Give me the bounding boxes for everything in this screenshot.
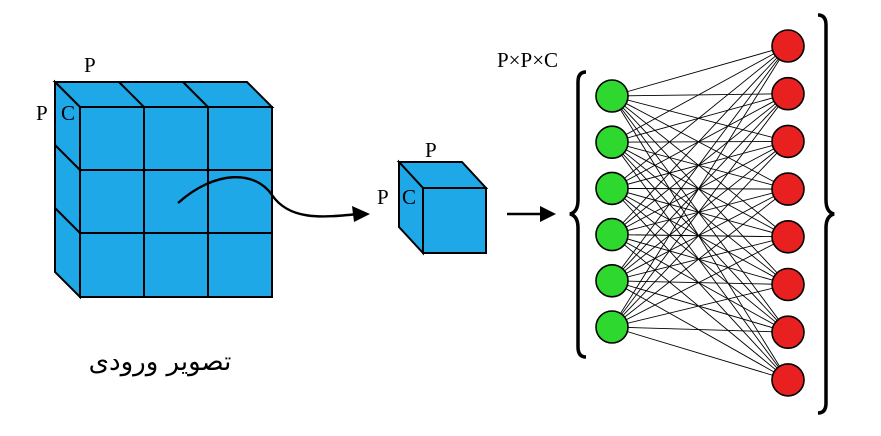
connection-3-3 — [611, 188, 789, 236]
input-node-5 — [595, 310, 629, 344]
connection-2-0 — [611, 45, 789, 189]
connection-0-7 — [611, 95, 789, 381]
input-volume-p-top-label: P — [84, 53, 96, 77]
patch-c-label: C — [402, 185, 416, 209]
connection-1-7 — [611, 141, 789, 381]
input-layer — [595, 79, 629, 344]
connection-4-6 — [611, 280, 789, 333]
output-node-7 — [771, 363, 805, 397]
output-node-2 — [771, 124, 805, 159]
patch-p-top-label: P — [425, 138, 437, 162]
connection-3-4 — [611, 234, 789, 238]
connection-3-5 — [611, 234, 789, 285]
connection-0-5 — [611, 95, 789, 285]
output-node-6 — [771, 315, 805, 350]
output-node-1 — [771, 76, 805, 111]
connection-0-6 — [611, 95, 789, 333]
input-node-4 — [595, 263, 629, 298]
connection-0-1 — [611, 93, 789, 97]
connection-5-2 — [611, 141, 789, 328]
connection-1-1 — [611, 93, 789, 143]
connection-2-3 — [611, 187, 789, 190]
connection-1-2 — [611, 140, 789, 143]
input-volume-top-face — [52, 81, 275, 108]
input-node-1 — [595, 125, 629, 159]
patch-cube: P P C — [377, 138, 489, 256]
input-volume: P P C — [36, 53, 275, 300]
connection-0-3 — [611, 95, 789, 190]
output-node-5 — [771, 267, 805, 302]
connection-1-4 — [611, 141, 789, 238]
connection-0-2 — [611, 95, 789, 142]
connection-4-7 — [611, 280, 789, 381]
connection-1-5 — [611, 141, 789, 285]
connection-5-7 — [611, 326, 789, 381]
connection-5-4 — [611, 236, 789, 328]
input-volume-front-face — [79, 106, 273, 298]
input-dims-label: P×P×C — [497, 48, 558, 72]
connection-5-3 — [611, 188, 789, 328]
input-volume-p-side-label: P — [36, 101, 48, 125]
network-connections — [611, 45, 789, 381]
input-node-3 — [595, 217, 629, 252]
output-layer — [771, 29, 805, 397]
connection-1-6 — [611, 141, 789, 333]
connection-2-7 — [611, 188, 789, 381]
output-node-0 — [771, 29, 805, 63]
patch-p-side-label: P — [377, 185, 389, 209]
connection-4-4 — [611, 236, 789, 282]
connection-5-1 — [611, 93, 789, 328]
patch-front-face — [422, 187, 487, 254]
right-brace — [817, 13, 835, 415]
connection-4-0 — [611, 45, 789, 282]
extract-patch-arrow — [177, 175, 370, 222]
connection-1-0 — [611, 45, 789, 143]
connection-2-1 — [611, 93, 789, 189]
connection-5-0 — [611, 45, 789, 328]
connection-5-6 — [611, 326, 789, 333]
connection-2-5 — [611, 188, 789, 285]
connection-3-7 — [611, 234, 789, 381]
connection-2-4 — [611, 187, 789, 238]
connection-2-6 — [611, 188, 789, 333]
connection-4-3 — [611, 188, 789, 282]
connection-2-2 — [611, 140, 789, 189]
connection-4-2 — [611, 141, 789, 282]
connection-4-5 — [611, 280, 789, 285]
input-node-0 — [595, 79, 629, 113]
connection-5-5 — [611, 284, 789, 328]
input-volume-c-label: C — [61, 101, 75, 125]
input-node-2 — [595, 171, 629, 206]
connection-3-6 — [611, 234, 789, 333]
connection-0-4 — [611, 95, 789, 238]
left-brace — [569, 70, 587, 359]
connection-0-0 — [611, 45, 789, 97]
input-image-caption: تصویر ورودی — [89, 347, 232, 377]
output-node-4 — [771, 220, 805, 254]
output-node-3 — [771, 172, 805, 206]
connection-1-3 — [611, 141, 789, 190]
flatten-arrow — [507, 206, 556, 222]
connection-3-0 — [611, 45, 789, 235]
connection-3-2 — [611, 141, 789, 235]
